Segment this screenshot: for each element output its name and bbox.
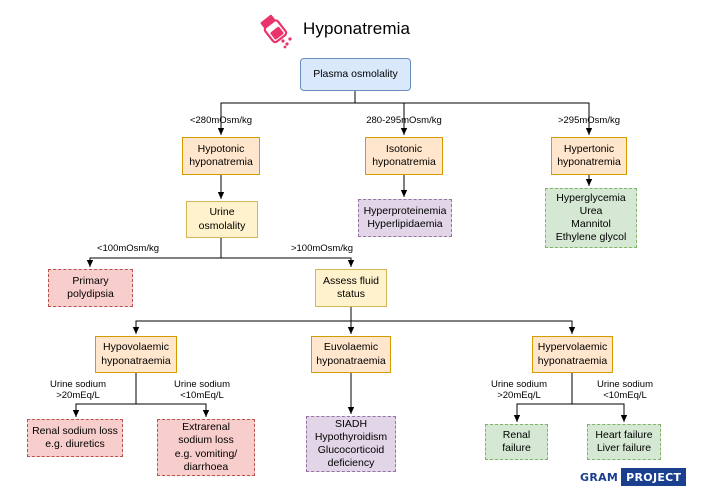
euvolaemic-node: Euvolaemic hyponatraemia (311, 336, 391, 373)
isotonic-node: Isotonic hyponatremia (365, 137, 443, 175)
renal-sodium-loss-node: Renal sodium loss e.g. diuretics (27, 419, 123, 457)
edge-hypovolaemic-to-renal-loss (72, 373, 137, 417)
hypertonic-causes-label: Hyperglycemia Urea Mannitol Ethylene gly… (555, 191, 627, 244)
edge-assess-to-hypovolaemic (132, 307, 352, 334)
hypertonic-node: Hypertonic hyponatremia (551, 137, 627, 175)
edge-urine-to-assess (221, 257, 355, 267)
euvolaemic-causes-label: SIADH Hypothyroidism Glucocorticoid defi… (314, 417, 388, 470)
hypovolaemic-label: Hypovolaemic hyponatraemia (101, 341, 171, 367)
hypovolaemic-node: Hypovolaemic hyponatraemia (95, 336, 177, 373)
hypotonic-label: Hypotonic hyponatremia (189, 142, 253, 168)
edge-hypervolaemic-to-renal-failure (513, 373, 573, 422)
hypervolaemic-node: Hypervolaemic hyponatraemia (532, 336, 613, 373)
edge-label-gt295: >295mOsm/kg (557, 115, 621, 126)
brand-logo-part2: PROJECT (621, 468, 687, 486)
edge-hypervolaemic-to-heart-liver (572, 403, 628, 422)
renal-failure-node: Renal failure (485, 424, 548, 460)
edge-label-lt100: <100mOsm/kg (96, 243, 160, 254)
urine-osmolality-node: Urine osmolality (186, 201, 258, 238)
assess-fluid-status-node: Assess fluid status (315, 269, 387, 307)
isotonic-label: Isotonic hyponatremia (372, 142, 436, 168)
edge-label-hyper-gt20: Urine sodium >20mEq/L (491, 379, 547, 401)
renal-sodium-loss-label: Renal sodium loss e.g. diuretics (32, 424, 118, 450)
brand-logo: GRAM PROJECT (577, 468, 687, 486)
extrarenal-sodium-loss-node: Extrarenal sodium loss e.g. vomiting/ di… (157, 419, 255, 476)
edge-assess-to-hypervolaemic (351, 320, 576, 334)
edge-label-hypo-gt20: Urine sodium >20mEq/L (50, 379, 106, 401)
salt-shaker-icon (260, 14, 292, 49)
edge-plasma-to-hypertonic (404, 102, 593, 135)
euvolaemic-causes-node: SIADH Hypothyroidism Glucocorticoid defi… (306, 416, 396, 472)
diagram-title: Hyponatremia (303, 19, 411, 38)
hypertonic-label: Hypertonic hyponatremia (557, 142, 621, 168)
heart-liver-failure-label: Heart failure Liver failure (595, 428, 653, 454)
euvolaemic-label: Euvolaemic hyponatraemia (316, 341, 386, 367)
plasma-osmolality-node: Plasma osmolality (300, 58, 411, 91)
isotonic-causes-node: Hyperproteinemia Hyperlipidaemia (358, 199, 452, 237)
edge-hypovolaemic-to-extrarenal-loss (136, 403, 210, 417)
plasma-osmolality-label: Plasma osmolality (313, 67, 398, 80)
urine-osmolality-label: Urine osmolality (198, 206, 246, 232)
edge-label-hypo-lt10: Urine sodium <10mEq/L (174, 379, 230, 401)
extrarenal-sodium-loss-label: Extrarenal sodium loss e.g. vomiting/ di… (174, 421, 238, 473)
edge-label-iso-range: 280-295mOsm/kg (366, 115, 442, 126)
edge-label-gt100: >100mOsm/kg (290, 243, 354, 254)
edge-label-hyper-lt10: Urine sodium <10mEq/L (597, 379, 653, 401)
hypertonic-causes-node: Hyperglycemia Urea Mannitol Ethylene gly… (545, 188, 637, 248)
edge-plasma-to-hypotonic (217, 91, 356, 135)
hypervolaemic-label: Hypervolaemic hyponatraemia (537, 341, 608, 367)
heart-liver-failure-node: Heart failure Liver failure (587, 424, 661, 460)
brand-logo-part1: GRAM (577, 468, 622, 486)
edge-urine-to-polydipsia (86, 238, 222, 267)
isotonic-causes-label: Hyperproteinemia Hyperlipidaemia (363, 204, 447, 230)
edge-label-lt280: <280mOsm/kg (189, 115, 253, 126)
hypotonic-node: Hypotonic hyponatremia (182, 137, 260, 175)
primary-polydipsia-label: Primary polydipsia (67, 274, 114, 300)
primary-polydipsia-node: Primary polydipsia (48, 269, 133, 307)
assess-fluid-status-label: Assess fluid status (322, 274, 380, 300)
renal-failure-label: Renal failure (502, 428, 531, 454)
